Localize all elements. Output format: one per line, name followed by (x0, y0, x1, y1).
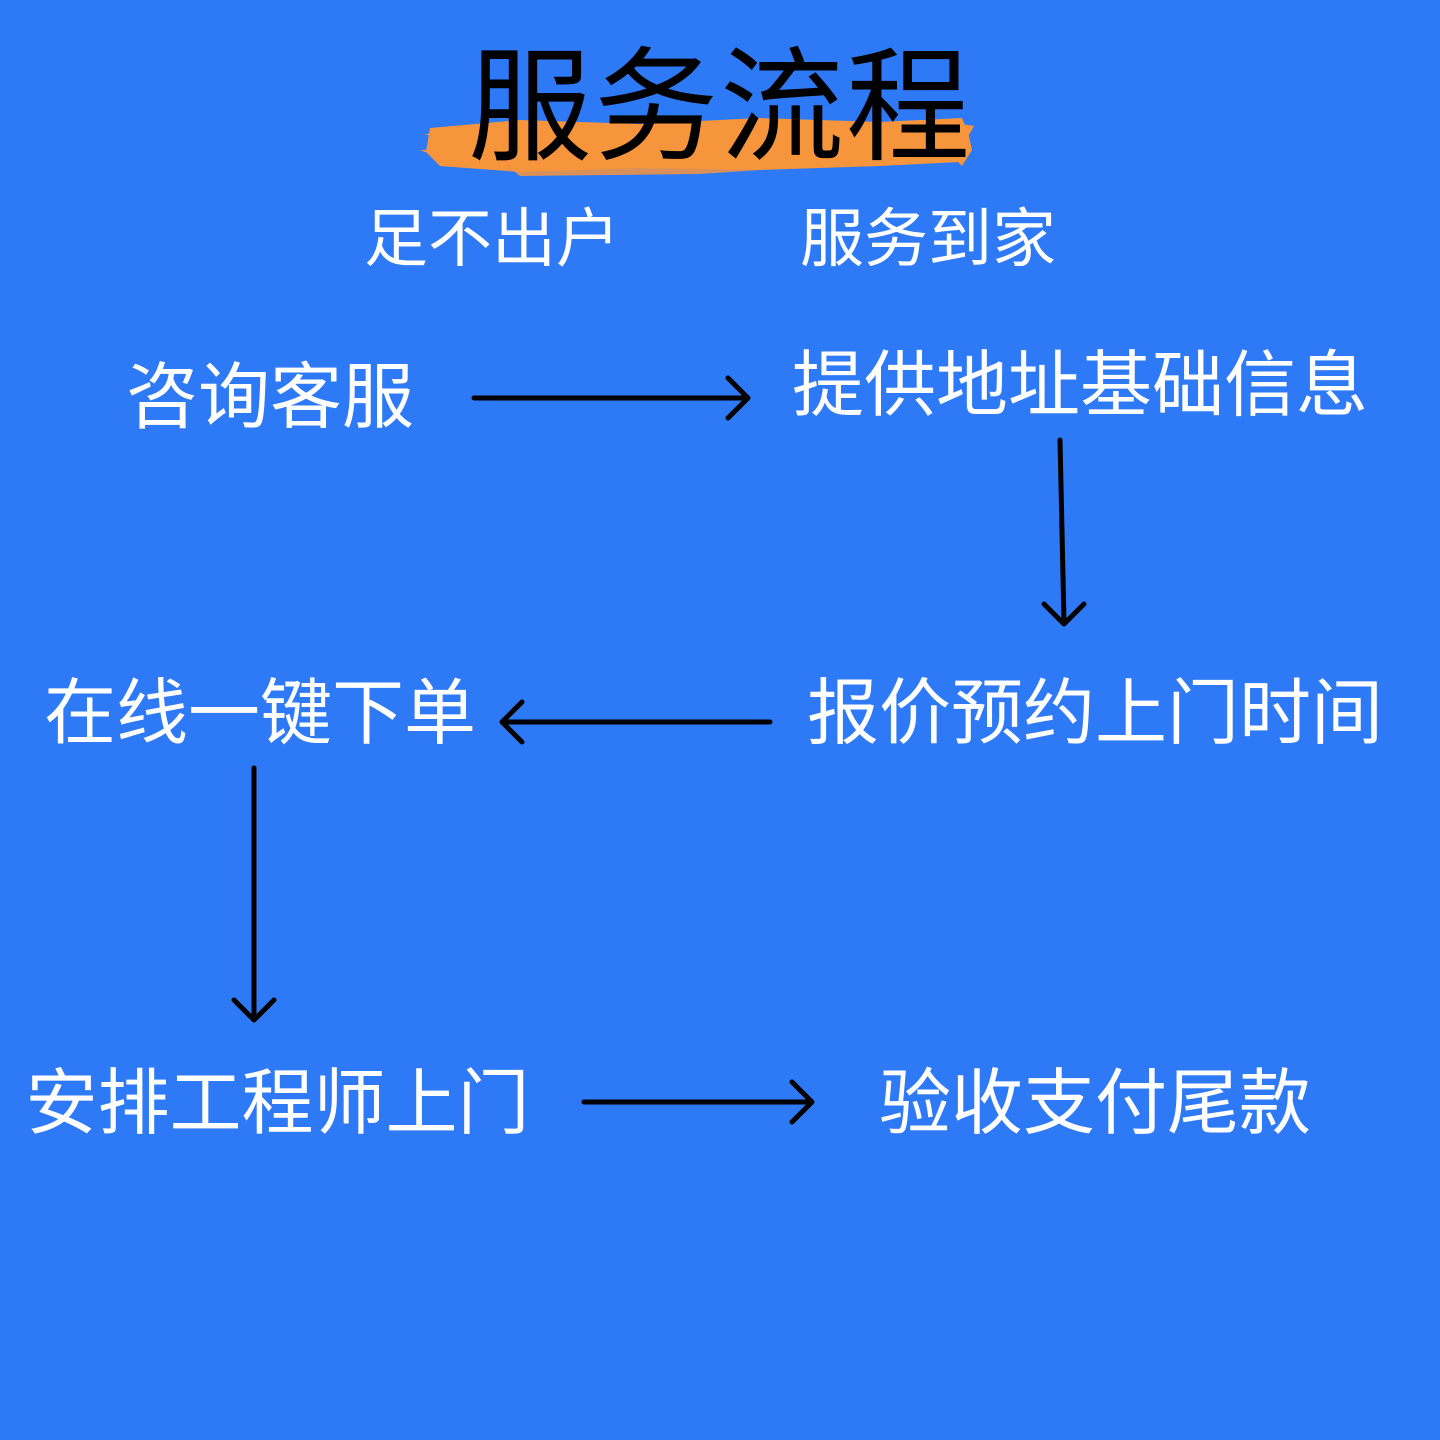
arrow-down-2 (231, 765, 277, 1023)
arrow-left-1 (499, 699, 773, 745)
step-provide-address-info: 提供地址基础信息 (791, 343, 1368, 427)
step-consult-service: 咨询客服 (125, 355, 414, 439)
tagline-right: 服务到家 (800, 203, 1056, 277)
step-engineer-visit: 安排工程师上门 (25, 1061, 530, 1145)
page-title: 服务流程 (467, 36, 972, 180)
step-acceptance-payment: 验收支付尾款 (878, 1061, 1311, 1145)
step-quote-appointment: 报价预约上门时间 (806, 671, 1383, 755)
tagline-left: 足不出户 (364, 203, 620, 277)
arrow-down-1 (1041, 437, 1087, 627)
step-online-order: 在线一键下单 (43, 671, 476, 755)
arrow-right-1 (471, 375, 751, 421)
arrow-right-2 (581, 1079, 815, 1125)
